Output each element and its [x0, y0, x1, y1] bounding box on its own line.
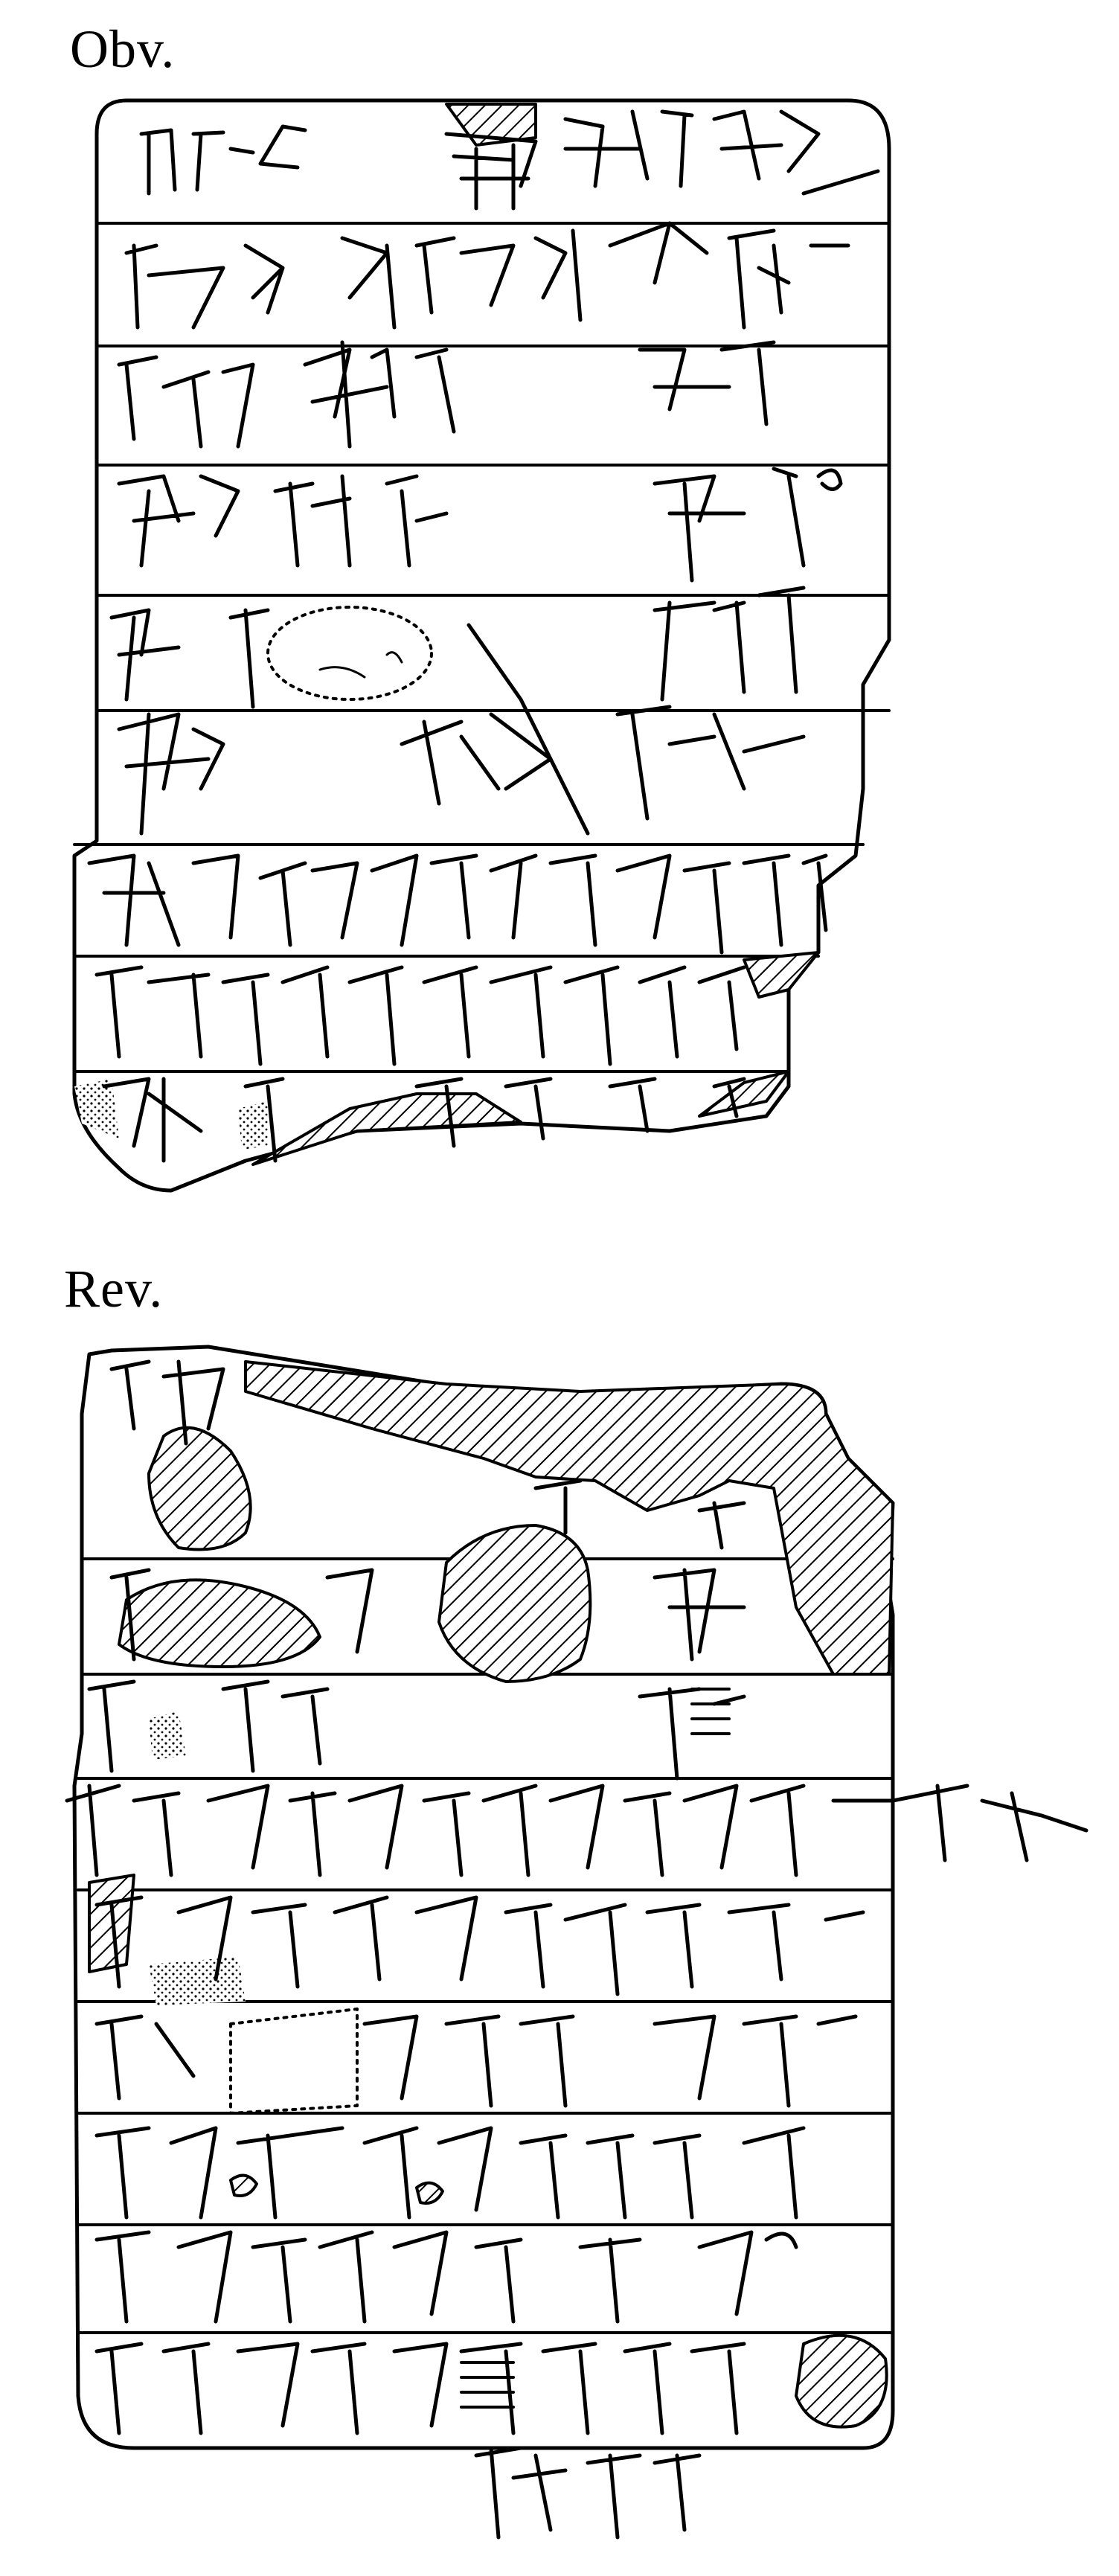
cuneiform-wedge-icon [87, 109, 880, 1163]
hatched-damage-icon [118, 1578, 321, 1668]
dotted-erasure-icon [238, 1101, 268, 1150]
hatched-damage-icon [244, 1360, 894, 1676]
dotted-erasure-icon [149, 1957, 246, 2005]
dotted-erasure-icon [74, 1079, 119, 1138]
hatched-damage-icon [415, 2181, 444, 2205]
dotted-erasure-icon [149, 1711, 186, 1760]
obverse-outline [72, 98, 891, 1193]
obverse-signs [87, 109, 880, 1163]
reverse-label: Rev. [64, 1259, 164, 1319]
hatched-damage-icon [437, 1524, 592, 1683]
reverse-damage [88, 1360, 894, 2429]
hatched-damage-icon [147, 1426, 252, 1551]
dotted-erasure-icon [266, 606, 433, 701]
hatched-damage-icon [251, 1092, 522, 1166]
dotted-erasure-icon [229, 2008, 359, 2115]
reverse-tablet [65, 1345, 1088, 2540]
obverse-tablet [72, 98, 891, 1193]
obverse-label: Obv. [70, 19, 176, 79]
hatched-damage-icon [229, 2173, 258, 2197]
cuneiform-ruled-sign [460, 1688, 731, 2409]
hatched-damage-icon [743, 951, 820, 999]
reverse-signs [65, 1359, 1088, 2540]
obverse-ruling-lines [73, 222, 891, 1073]
hatched-damage-icon [795, 2333, 888, 2429]
obverse-damage [74, 103, 820, 1166]
